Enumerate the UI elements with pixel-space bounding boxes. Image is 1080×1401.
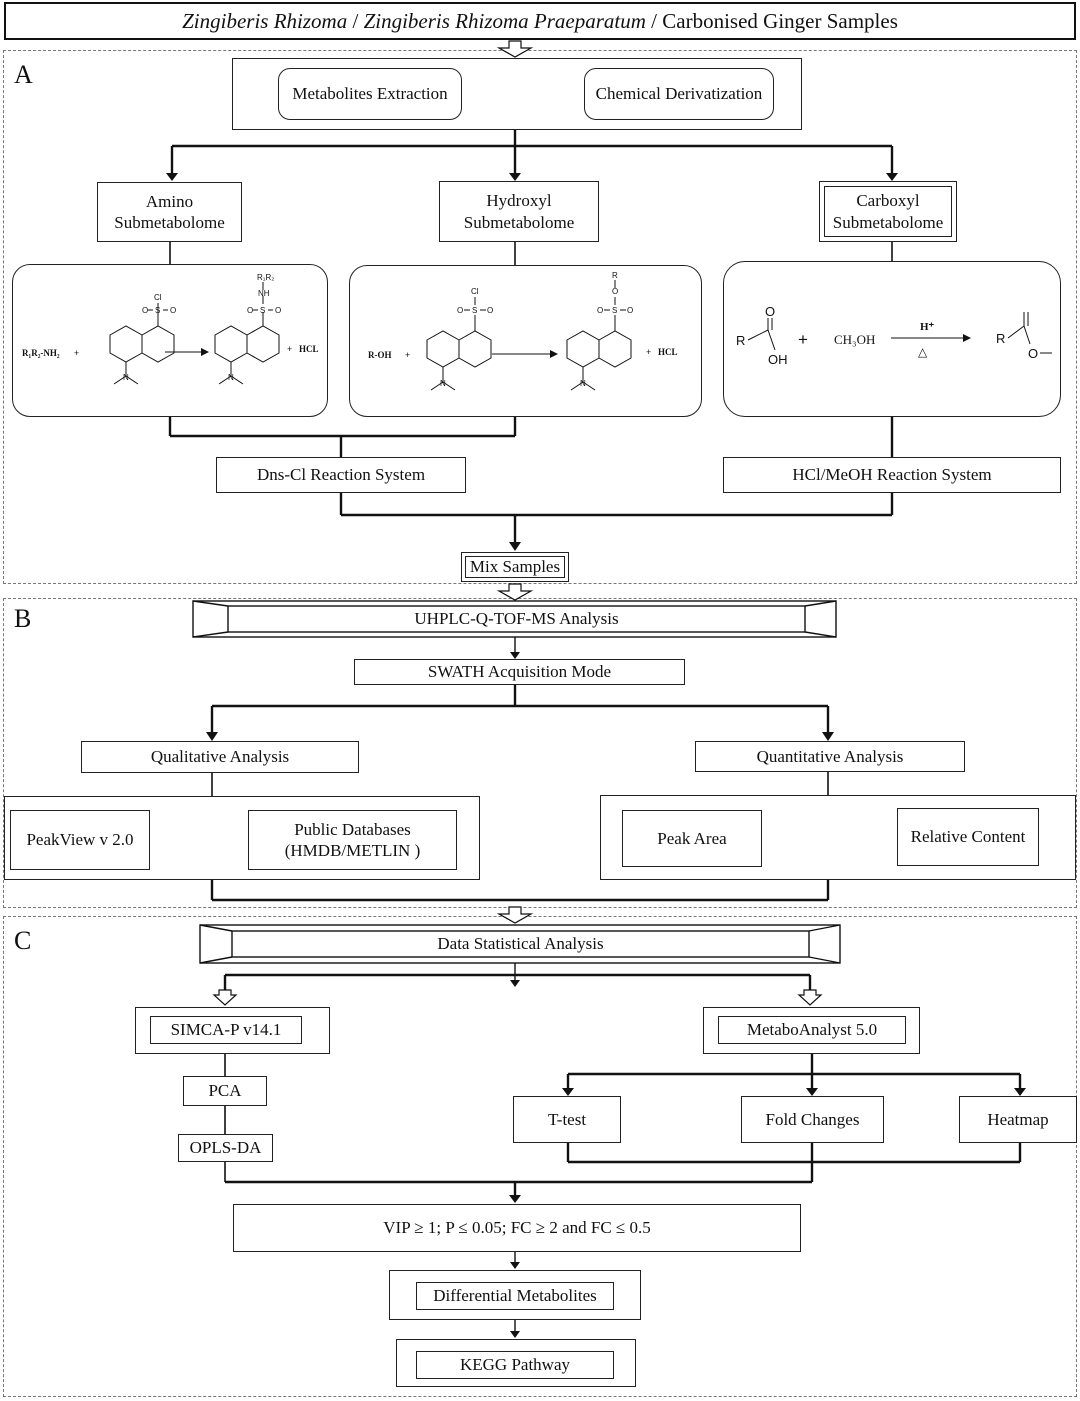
hydroxyl-reaction-panel — [349, 265, 702, 417]
chem-o-1a: O — [142, 306, 148, 315]
chem-r-ester: R — [996, 331, 1005, 346]
peakview-box: PeakView v 2.0 — [10, 810, 150, 870]
chem-n-2: N — [228, 373, 234, 382]
chem-o-4a: O — [597, 306, 603, 315]
chem-plus-1: + — [74, 348, 79, 358]
chem-oh-acid: OH — [768, 352, 788, 367]
carboxylic-acid-structure — [747, 318, 776, 351]
title-part2: Zingiberis Rhizoma Praeparatum — [363, 8, 646, 33]
simca-p-box: SIMCA-P v14.1 — [150, 1016, 302, 1044]
chem-n-3: N — [440, 379, 446, 388]
opls-da-box: OPLS-DA — [178, 1134, 273, 1162]
hcl-meoh-reaction-system-box: HCl/MeOH Reaction System — [723, 457, 1061, 493]
hydroxyl-submetabolome-box: Hydroxyl Submetabolome — [439, 181, 599, 242]
title-sep1: / — [347, 8, 364, 33]
chem-nh: NH — [258, 289, 270, 298]
differential-metabolites-box: Differential Metabolites — [416, 1282, 614, 1310]
amino-reactant-structure — [109, 303, 175, 385]
quantitative-analysis-box: Quantitative Analysis — [695, 741, 965, 772]
dns-cl-reaction-system-box: Dns-Cl Reaction System — [216, 457, 466, 493]
carboxyl-reaction-panel — [723, 261, 1061, 417]
chem-n-4: N — [580, 379, 586, 388]
hydroxyl-reactant-structure — [426, 297, 492, 391]
chem-s-1: S — [155, 306, 160, 315]
chem-delta: △ — [918, 345, 928, 359]
uhplc-banner-inner — [227, 605, 806, 633]
chem-plus-4: + — [646, 347, 651, 357]
chem-o-1b: O — [170, 306, 176, 315]
amino-submetabolome-box: Amino Submetabolome — [97, 182, 242, 242]
heatmap-box: Heatmap — [959, 1096, 1077, 1143]
chem-o-2b: O — [275, 306, 281, 315]
chem-cl-3: Cl — [471, 287, 479, 296]
chem-o-4top: O — [612, 287, 618, 296]
chem-ch3oh: CH₃OH — [834, 332, 875, 347]
pca-box: PCA — [183, 1076, 267, 1106]
public-databases-box: Public Databases (HMDB/METLIN ) — [248, 810, 457, 870]
section-c — [3, 916, 1077, 1397]
title-part1: Zingiberis Rhizoma — [182, 8, 348, 33]
section-a-label: A — [14, 60, 33, 89]
chem-plus-2: + — [287, 344, 292, 354]
relative-content-box: Relative Content — [897, 808, 1039, 866]
chem-h-plus: H⁺ — [920, 321, 935, 333]
carboxyl-submetabolome-box: Carboxyl Submetabolome — [819, 181, 957, 242]
chem-s-2: S — [260, 306, 265, 315]
chem-r1r2: R₁R₂ — [257, 273, 274, 282]
chem-o-ester: O — [1028, 346, 1038, 361]
hollow-arrow-ab — [496, 583, 534, 601]
chem-plus-5: + — [798, 330, 808, 349]
qualitative-analysis-box: Qualitative Analysis — [81, 741, 359, 773]
uhplc-analysis-label: UHPLC-Q-TOF-MS Analysis — [414, 609, 619, 629]
t-test-box: T-test — [513, 1096, 621, 1143]
chem-r-4: R — [612, 271, 618, 280]
chem-hcl-1: HCL — [299, 344, 319, 354]
section-a — [3, 50, 1077, 584]
datastat-banner-inner — [231, 930, 810, 958]
chem-o-acid: O — [765, 304, 775, 319]
kegg-pathway-box: KEGG Pathway — [416, 1351, 614, 1379]
peak-area-box: Peak Area — [622, 810, 762, 867]
chem-o-3a: O — [457, 306, 463, 315]
hollow-arrow-bc — [496, 906, 534, 924]
metaboanalyst-box: MetaboAnalyst 5.0 — [718, 1016, 906, 1044]
swath-acquisition-box: SWATH Acquisition Mode — [354, 659, 685, 685]
section-c-label: C — [14, 926, 32, 955]
hydroxyl-product-structure — [566, 280, 632, 391]
chemical-derivatization-box: Chemical Derivatization — [584, 68, 774, 120]
chem-r-acid: R — [736, 333, 745, 348]
chem-amine-reactant: R₁R₂-NH₂ — [22, 348, 60, 358]
data-statistical-analysis-label: Data Statistical Analysis — [437, 934, 604, 954]
chem-cl-1: Cl — [154, 293, 162, 302]
chem-r-oh: R-OH — [368, 350, 392, 360]
amino-reaction-panel — [12, 264, 328, 417]
chem-hcl-2: HCL — [658, 347, 678, 357]
chem-plus-3: + — [405, 350, 410, 360]
title-sep2: / — [645, 8, 663, 33]
chem-n-1: N — [123, 373, 129, 382]
chem-o-3b: O — [487, 306, 493, 315]
hollow-arrow-title — [496, 40, 534, 58]
metabolites-extraction-box: Metabolites Extraction — [278, 68, 462, 120]
methyl-ester-structure — [1007, 312, 1052, 354]
title-box: Zingiberis Rhizoma / Zingiberis Rhizoma … — [4, 2, 1076, 40]
section-b-label: B — [14, 604, 32, 633]
mix-samples-box: Mix Samples — [461, 552, 569, 582]
section-b — [3, 598, 1077, 908]
chem-o-4b: O — [627, 306, 633, 315]
fold-changes-box: Fold Changes — [741, 1096, 884, 1143]
title-part3: Carbonised Ginger Samples — [662, 8, 898, 33]
selection-criteria-box: VIP ≥ 1; P ≤ 0.05; FC ≥ 2 and FC ≤ 0.5 — [233, 1204, 801, 1252]
chem-s-4: S — [612, 306, 617, 315]
chem-s-3: S — [472, 306, 477, 315]
chem-o-2a: O — [247, 306, 253, 315]
amino-product-structure — [214, 282, 280, 385]
